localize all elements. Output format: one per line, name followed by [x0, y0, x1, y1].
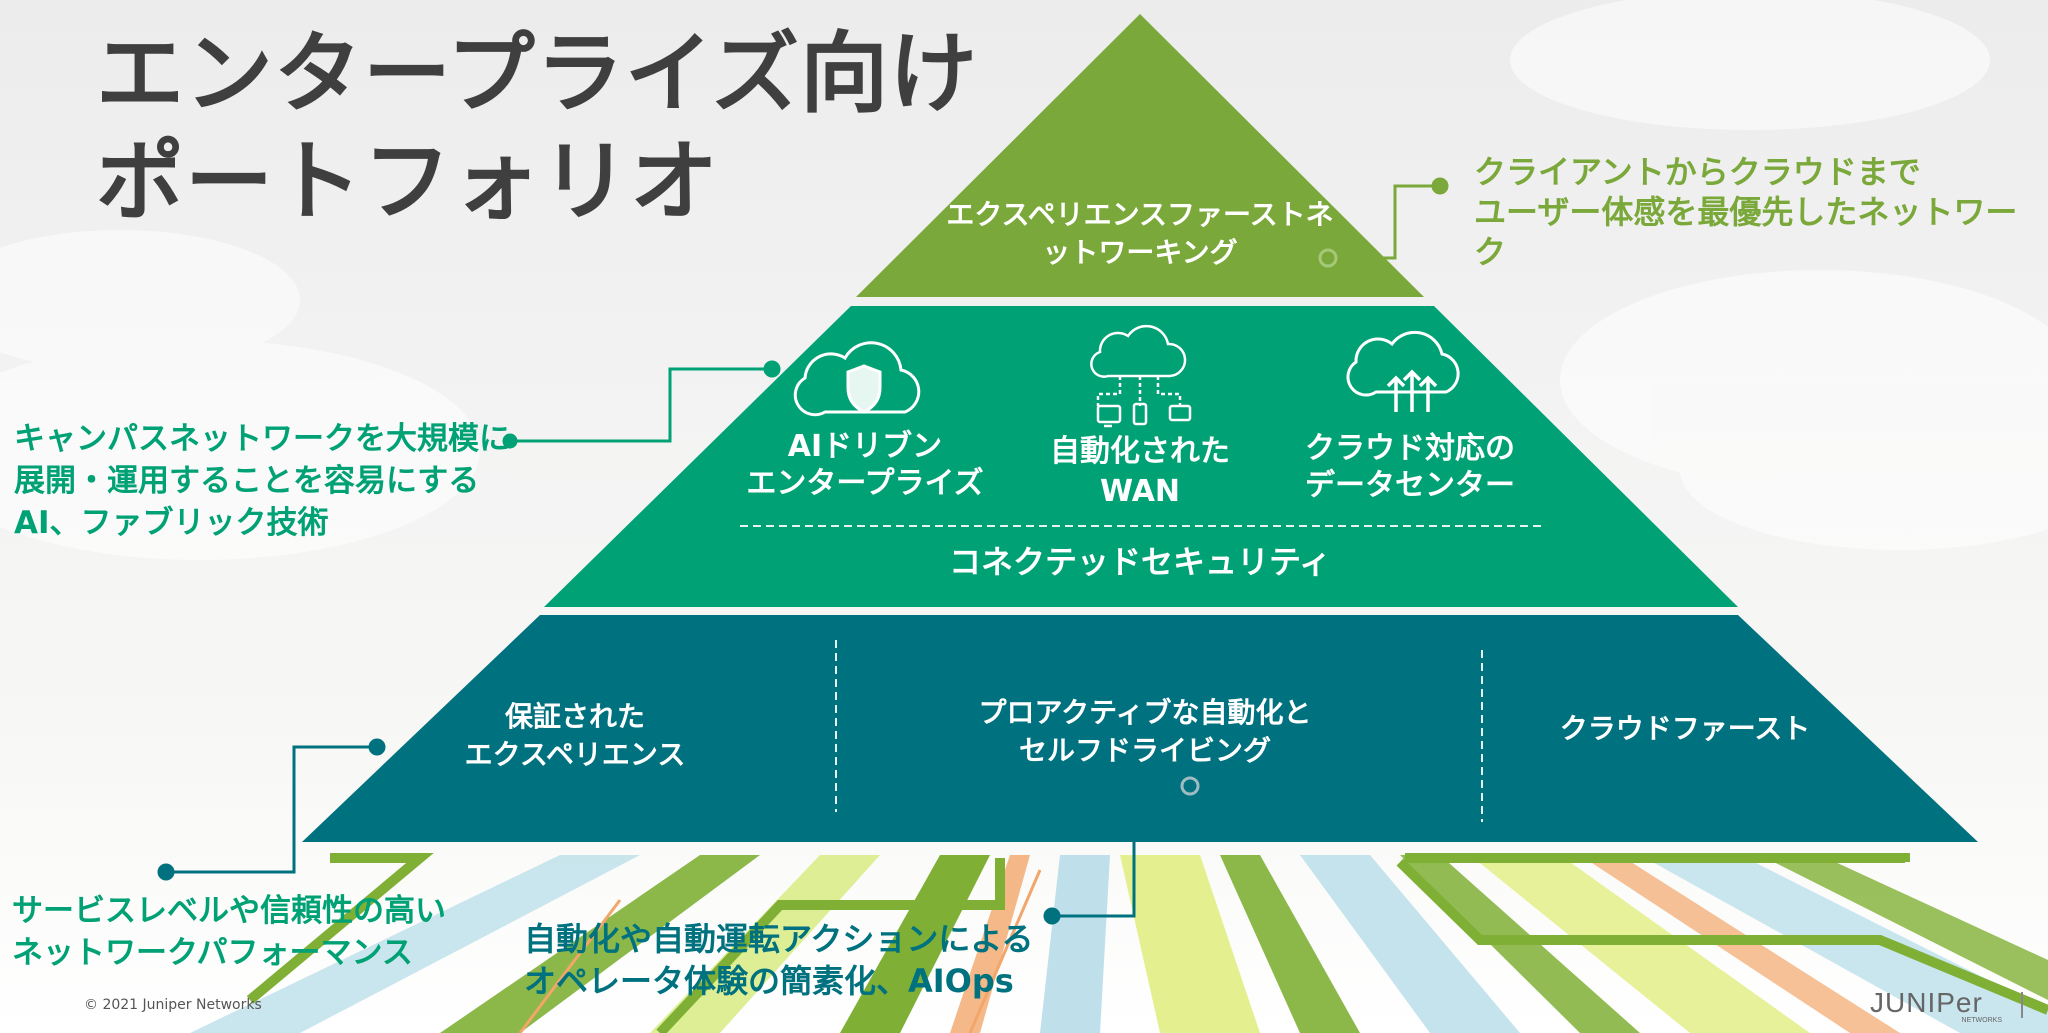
middle-item-label-line-1: AIドリブン [787, 429, 943, 464]
pyramid-top-tier [856, 14, 1424, 297]
copyright-text: © 2021 Juniper Networks [84, 997, 262, 1013]
background-clouds [0, 0, 2048, 560]
callout-top-right: クライアントからクラウドまで ユーザー体感を最優先したネットワーク [1474, 152, 2048, 272]
bottom-item-label-line-1: 保証された [504, 700, 645, 733]
top-right-leader [1318, 177, 1449, 268]
bottom-left-leader [157, 738, 386, 881]
callout-bottom-left: サービスレベルや信頼性の高い ネットワークパフォーマンス [12, 890, 446, 974]
callout-left-middle-line-3: AI、ファブリック技術 [14, 505, 329, 541]
bottom-item-label-line-2: エクスペリエンス [464, 738, 686, 771]
callout-left-middle-line-2: 展開・運用することを容易にする [14, 463, 480, 499]
pyramid-middle-tier [544, 306, 1738, 607]
bottom-item-proactive-automation: プロアクティブな自動化と セルフドライビング [950, 694, 1340, 770]
middle-item-label-line-2: WAN [1099, 474, 1181, 509]
bottom-item-label-line-2: セルフドライビング [1018, 734, 1271, 767]
callout-bottom-left-line-1: サービスレベルや信頼性の高い [12, 893, 446, 929]
callout-bottom-center-line-1: 自動化や自動運転アクションによる [524, 920, 1034, 958]
pyramid-bottom-tier [302, 615, 1978, 842]
cloud-arrows-icon [1346, 330, 1460, 412]
bottom-item-label-line-1: プロアクティブな自動化と [978, 696, 1312, 729]
bottom-item-label-line-1: クラウドファースト [1559, 712, 1811, 745]
middle-tier-connected-security-label: コネクテッドセキュリティ [948, 543, 1332, 581]
bottom-center-leader [1043, 776, 1200, 925]
middle-item-ai-driven-enterprise: AIドリブン エンタープライズ [720, 428, 1010, 502]
logo-subtext: NETWORKS [1962, 1017, 2003, 1024]
middle-item-automated-wan: 自動化された WAN [1000, 432, 1280, 512]
cloud-shield-icon [793, 341, 921, 417]
top-tier-label-line-2: ットワーキング [1042, 236, 1238, 269]
callout-top-right-line-2: ユーザー体感を最優先したネットワーク [1474, 193, 2018, 271]
middle-item-label-line-2: エンタープライズ [746, 466, 984, 501]
callout-left-middle: キャンパスネットワークを大規模に 展開・運用することを容易にする AI、ファブリ… [14, 418, 510, 544]
left-middle-leader [502, 360, 781, 449]
juniper-networks-logo: JUNIPer NETWORKS [1870, 987, 2023, 1024]
logo-wordmark: JUNIPer [1870, 987, 1983, 1018]
middle-item-cloud-ready-datacenter: クラウド対応の データセンター [1270, 430, 1550, 504]
callout-left-middle-line-1: キャンパスネットワークを大規模に [14, 421, 510, 457]
top-tier-label-line-1: エクスペリエンスファーストネ [946, 198, 1334, 231]
callout-bottom-center-line-2: オペレータ体験の簡素化、AIOps [524, 962, 1014, 1000]
callout-bottom-center: 自動化や自動運転アクションによる オペレータ体験の簡素化、AIOps [524, 918, 1033, 1002]
bottom-item-cloud-first: クラウドファースト [1530, 710, 1840, 748]
cloud-devices-icon [1090, 324, 1192, 428]
callout-bottom-left-line-2: ネットワークパフォーマンス [12, 935, 413, 971]
page-title-line-2: ポートフォリオ [96, 130, 720, 233]
middle-item-label-line-1: クラウド対応の [1305, 431, 1515, 466]
background-stripes [190, 853, 2048, 1033]
middle-item-label-line-2: データセンター [1305, 468, 1515, 503]
page-title-line-1: エンタープライズ向け [96, 22, 979, 125]
top-tier-label: エクスペリエンスファーストネ ットワーキング [930, 196, 1350, 272]
callout-top-right-line-1: クライアントからクラウドまで [1474, 153, 1921, 191]
middle-item-label-line-1: 自動化された [1050, 434, 1230, 469]
bottom-item-assured-experience: 保証された エクスペリエンス [420, 698, 730, 774]
page-title: エンタープライズ向け ポートフォリオ [96, 20, 978, 236]
